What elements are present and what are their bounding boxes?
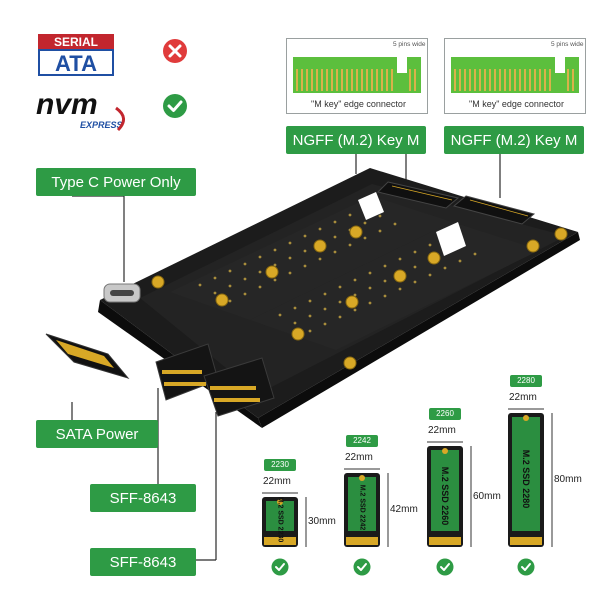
nvme-logo-main-text: nvm (36, 88, 98, 121)
m-key-connector-diagram-left: 5 pins wide "M key" edge connector (286, 38, 428, 114)
ssd-card-2230 (262, 492, 307, 547)
ssd-card-2260 (427, 441, 472, 547)
ssd-width-2242: 22mm (345, 452, 373, 463)
ssd-width-2280: 22mm (509, 392, 537, 403)
pins-caption-left: 5 pins wide (393, 41, 426, 48)
sff-8643-label-1: SFF-8643 (90, 484, 196, 512)
ssd-width-2260: 22mm (428, 425, 456, 436)
sata-logo: SERIAL ATA (38, 34, 114, 76)
ssd-size-tag-2242: 2242 (346, 435, 378, 447)
ssd-size-tag-2230: 2230 (264, 459, 296, 471)
ssd-label-2230: M.2 SSD 2230 (276, 496, 284, 543)
ssd-label-2280: M.2 SSD 2280 (521, 449, 531, 509)
ssd-length-2260: 60mm (473, 490, 501, 502)
ssd-check-icon-2260 (436, 558, 454, 576)
pins-caption-right: 5 pins wide (551, 41, 584, 48)
sata-logo-top-text: SERIAL (54, 35, 98, 49)
sata-unsupported-icon (162, 38, 188, 69)
type-c-power-label: Type C Power Only (36, 168, 196, 196)
ssd-size-tag-2280: 2280 (510, 375, 542, 387)
ssd-width-2230: 22mm (263, 476, 291, 487)
ssd-label-2242: M.2 SSD 2242 (358, 484, 366, 531)
ssd-card-2242 (344, 468, 389, 547)
connector-caption-left: "M key" edge connector (311, 99, 406, 109)
ssd-check-icon-2230 (271, 558, 289, 576)
sata-logo-bottom-text: ATA (55, 51, 97, 76)
ssd-card-2280 (508, 408, 553, 547)
sff-8643-label-2: SFF-8643 (90, 548, 196, 576)
ssd-check-icon-2280 (517, 558, 535, 576)
m-key-connector-diagram-right: 5 pins wide "M key" edge connector (444, 38, 586, 114)
sata-power-label: SATA Power (36, 420, 158, 448)
ssd-label-2260: M.2 SSD 2260 (440, 466, 450, 525)
ssd-size-tag-2260: 2260 (429, 408, 461, 420)
connector-caption-right: "M key" edge connector (469, 99, 564, 109)
ssd-check-icon-2242 (353, 558, 371, 576)
nvme-supported-icon (162, 93, 188, 124)
nvme-logo-sub-text: EXPRESS (80, 120, 123, 130)
ssd-length-2242: 42mm (390, 504, 418, 515)
ngff-key-m-label-left: NGFF (M.2) Key M (286, 126, 426, 154)
ssd-length-2280: 80mm (554, 474, 582, 485)
ngff-key-m-label-right: NGFF (M.2) Key M (444, 126, 584, 154)
nvme-logo: nvm EXPRESS (34, 88, 134, 134)
ssd-length-2230: 30mm (308, 516, 336, 527)
